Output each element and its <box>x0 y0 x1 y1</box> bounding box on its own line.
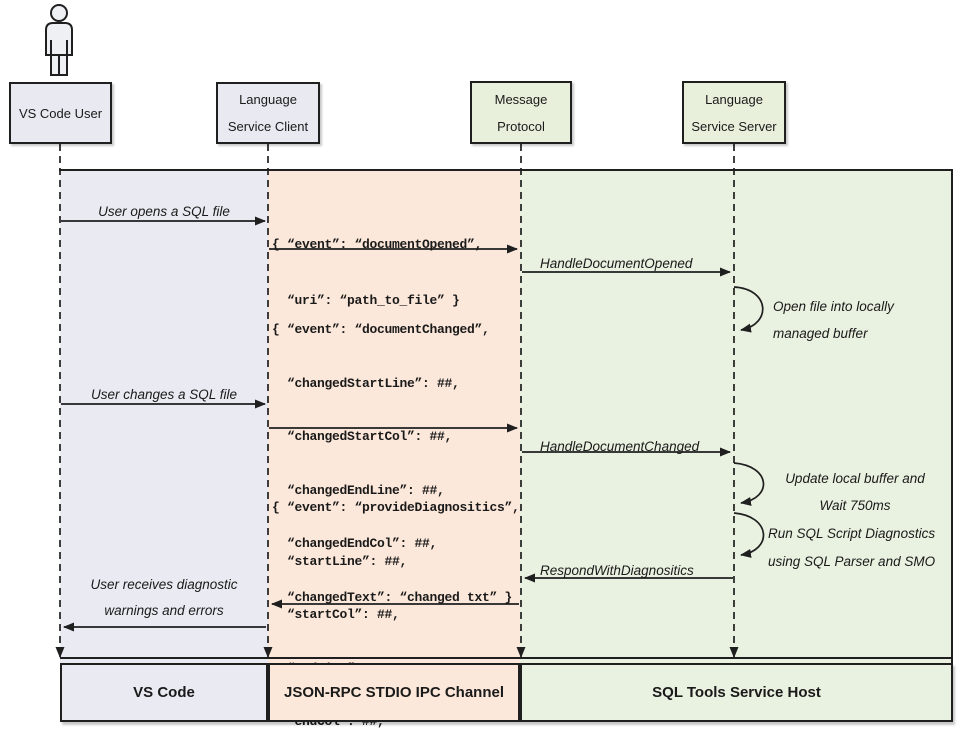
actor-box-language-service-server: Language Service Server <box>682 81 786 144</box>
label-user-receives-line2: warnings and errors <box>104 603 224 618</box>
person-head <box>50 4 68 22</box>
payload-line: “changedText”: “changed txt” } <box>272 589 513 605</box>
label-respond-with-diagnositics: RespondWithDiagnositics <box>540 563 694 578</box>
payload-document-opened: { “event”: “documentOpened”, “uri”: “pat… <box>272 202 482 344</box>
label-run-diagnostics-note-line1: Run SQL Script Diagnostics <box>768 526 936 541</box>
actor-box-message-protocol: Message Protocol <box>470 81 572 144</box>
payload-line: “changedEndCol”: ##, <box>272 536 438 551</box>
label-user-changes-sql-file: User changes a SQL file <box>90 387 238 402</box>
payload-line: “startLine”: ##, <box>272 553 408 569</box>
actor-label: Message <box>494 91 548 107</box>
label-open-file-note-line2: managed buffer <box>773 326 868 341</box>
actor-label: VS Code User <box>18 105 103 121</box>
lane-ipc-channel-bg <box>268 170 520 663</box>
payload-line: “uri”: “path_to_file” } <box>272 293 460 308</box>
payload-line: “changedStartCol”: ##, <box>272 429 453 444</box>
label-run-diagnostics-note-line2: using SQL Parser and SMO <box>768 554 936 569</box>
label-update-buffer-note-line1: Update local buffer and <box>785 471 925 486</box>
lane-title-label: SQL Tools Service Host <box>652 684 821 701</box>
payload-document-changed: { “event”: “documentChanged”, “changedSt… <box>272 288 512 639</box>
payload-line: “startCol”: ##, <box>272 607 400 622</box>
payload-line: “changedEndLine”: ##, <box>272 482 445 498</box>
actor-label: Service Server <box>691 118 777 134</box>
actor-label: Language <box>239 92 297 107</box>
label-handle-document-opened: HandleDocumentOpened <box>540 256 693 271</box>
lane-service-host-bg <box>520 170 953 663</box>
actor-label: Protocol <box>497 118 545 134</box>
lane-title-label: JSON-RPC STDIO IPC Channel <box>283 684 505 701</box>
payload-line: { “event”: “documentOpened”, <box>272 237 483 252</box>
payload-line: { “event”: “provideDiagnositics”, <box>272 500 520 515</box>
lane-title-label: VS Code <box>133 684 195 701</box>
payload-line: “changedStartLine”: ##, <box>272 375 460 391</box>
person-shoulders <box>45 22 73 56</box>
label-update-buffer-note-line2: Wait 750ms <box>819 498 891 513</box>
lane-title-vscode: VS Code <box>60 663 268 722</box>
label-handle-document-changed: HandleDocumentChanged <box>540 439 700 454</box>
lane-title-ipc-channel: JSON-RPC STDIO IPC Channel <box>268 663 520 722</box>
person-torso <box>50 32 68 76</box>
lane-title-service-host: SQL Tools Service Host <box>520 663 953 722</box>
actor-label: Service Client <box>227 119 309 134</box>
payload-line: { “event”: “documentChanged”, <box>272 322 490 337</box>
label-user-receives-line1: User receives diagnostic <box>90 577 238 592</box>
label-open-file-note-line1: Open file into locally <box>773 299 894 314</box>
lane-vscode-bg <box>60 170 268 663</box>
lane-right-border <box>951 169 953 665</box>
person-icon <box>45 4 73 76</box>
actor-box-vscode-user: VS Code User <box>9 82 112 144</box>
label-user-opens-sql-file: User opens a SQL file <box>98 204 230 219</box>
actor-box-language-service-client: Language Service Client <box>216 82 320 144</box>
lane-top-border <box>59 169 953 171</box>
actor-label: Language <box>705 91 763 107</box>
